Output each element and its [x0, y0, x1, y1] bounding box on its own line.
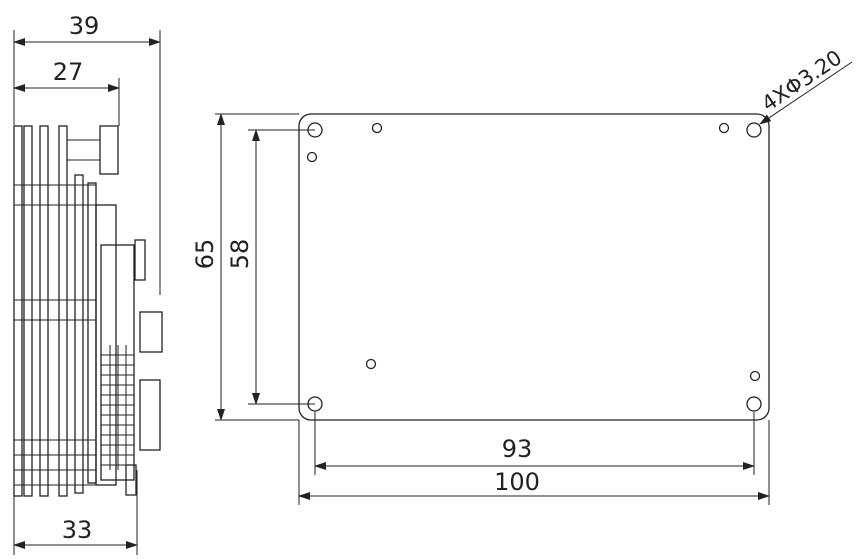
dim-100: 100 — [298, 420, 770, 505]
dim-33: 33 — [13, 470, 138, 555]
dim-27: 27 — [13, 58, 120, 126]
small-holes — [306, 122, 761, 382]
dim-93-label: 93 — [502, 435, 533, 463]
dim-100-label: 100 — [494, 468, 540, 496]
side-view-body — [13, 125, 163, 497]
hole-callout-label: 4XΦ3.20 — [757, 45, 846, 116]
dim-39-label: 39 — [69, 12, 100, 40]
mounting-holes — [307, 122, 762, 412]
dim-65-label: 65 — [191, 239, 219, 270]
dim-27-label: 27 — [53, 58, 84, 86]
dim-39: 39 — [13, 12, 161, 295]
mounting-hole — [746, 122, 762, 138]
board-outline — [298, 113, 770, 421]
dim-33-label: 33 — [62, 516, 93, 544]
dim-65: 65 — [191, 113, 299, 421]
pin-header — [101, 345, 134, 470]
dim-58-label: 58 — [226, 239, 254, 270]
hole-callout: 4XΦ3.20 — [757, 45, 853, 125]
mounting-hole — [746, 396, 762, 412]
dim-93: 93 — [314, 412, 755, 475]
dim-58: 58 — [226, 129, 315, 405]
front-view: 65 58 93 100 4XΦ3.20 — [191, 45, 853, 505]
side-view: 39 27 33 — [13, 12, 163, 555]
